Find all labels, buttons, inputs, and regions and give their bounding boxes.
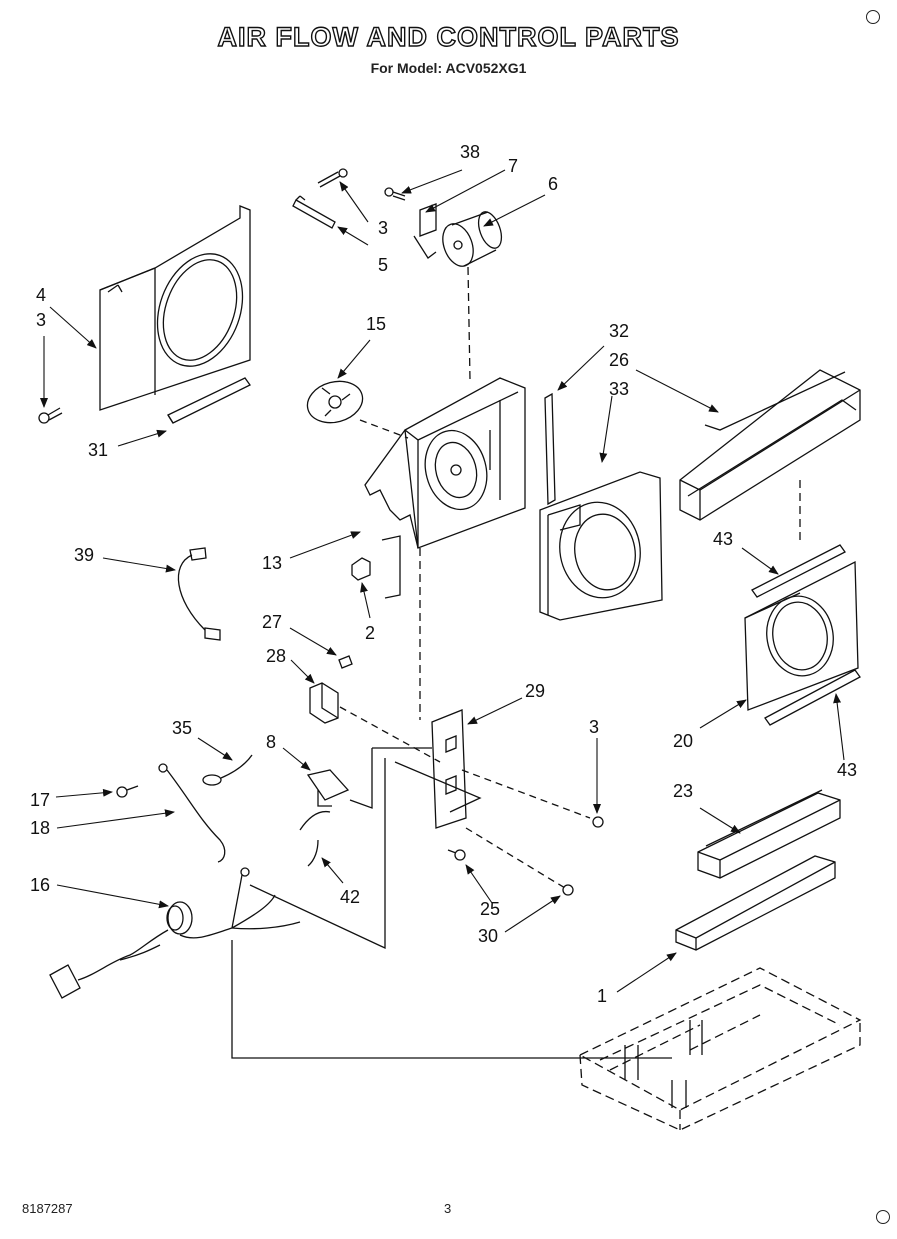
callout-28: 28	[266, 646, 286, 666]
air-duct-part-26	[679, 369, 861, 521]
thermostat-part-8	[306, 769, 350, 807]
callout-2: 2	[365, 623, 375, 643]
callout-32: 32	[609, 321, 629, 341]
callout-5: 5	[378, 255, 388, 275]
fan-blade-part-15	[306, 380, 364, 424]
bracket-part-5	[292, 195, 336, 229]
callout-43-bottom: 43	[837, 760, 857, 780]
screw-part-25	[447, 849, 466, 861]
screw-part-3-left	[38, 407, 63, 424]
foam-strip-part-43-top	[751, 544, 846, 598]
selector-switch-part-28	[309, 682, 339, 724]
callout-27: 27	[262, 612, 282, 632]
model-subtitle: For Model: ACV052XG1	[370, 60, 527, 76]
callout-26: 26	[609, 350, 629, 370]
callout-29: 29	[525, 681, 545, 701]
wire-harness-part-39	[177, 547, 221, 641]
base-pan-reference	[578, 967, 862, 1131]
callout-15: 15	[366, 314, 386, 334]
callout-38: 38	[460, 142, 480, 162]
callout-6: 6	[548, 174, 558, 194]
screw-part-38	[384, 187, 406, 201]
motor-bracket-part-7	[413, 203, 437, 259]
filter-frame-part-23	[697, 789, 841, 879]
corner-mark-top	[866, 10, 880, 24]
callout-23: 23	[673, 781, 693, 801]
document-number: 8187287	[22, 1201, 73, 1216]
callout-31: 31	[88, 440, 108, 460]
callout-33: 33	[609, 379, 629, 399]
callout-7: 7	[508, 156, 518, 176]
foam-strip-part-31	[167, 377, 251, 424]
corner-mark-bottom	[876, 1210, 890, 1224]
air-filter-part-1	[675, 855, 836, 951]
partition-panel-part-20	[744, 560, 859, 711]
motor-part-6	[442, 211, 503, 267]
callout-20: 20	[673, 731, 693, 751]
callout-39: 39	[74, 545, 94, 565]
callout-25: 25	[480, 899, 500, 919]
callout-4: 4	[36, 285, 46, 305]
sensor-part-35	[202, 754, 253, 786]
sensing-tube-part-42	[299, 810, 331, 867]
callout-35: 35	[172, 718, 192, 738]
clip-part-2	[351, 557, 371, 581]
screw-part-17	[116, 785, 139, 798]
callout-18: 18	[30, 818, 50, 838]
page-number: 3	[444, 1201, 452, 1216]
power-cord-part-16	[49, 867, 301, 999]
screw-part-3-top	[317, 168, 348, 188]
seal-strip-part-32	[544, 392, 556, 506]
ground-wire-part-18	[158, 763, 226, 863]
base-studs	[624, 1020, 703, 1108]
bulkhead-part-13	[364, 377, 526, 599]
callout-3-right: 3	[589, 717, 599, 737]
callout-43-top: 43	[713, 529, 733, 549]
switch-cap-part-27	[338, 655, 353, 669]
control-bracket-part-29	[431, 709, 467, 829]
page-title: AIR FLOW AND CONTROL PARTS	[217, 21, 680, 52]
callout-16: 16	[30, 875, 50, 895]
screw-part-3-right	[592, 816, 604, 828]
front-shroud-part-4	[99, 205, 251, 411]
callout-30: 30	[478, 926, 498, 946]
callout-1: 1	[597, 986, 607, 1006]
callout-3-top: 3	[378, 218, 388, 238]
leader-lines	[40, 169, 845, 993]
scroll-part-33	[539, 471, 663, 621]
screw-part-30	[562, 884, 574, 896]
callout-42: 42	[340, 887, 360, 907]
callout-8: 8	[266, 732, 276, 752]
callout-numbers: 38 7 6 3 5 4 3 31 15 32 26 33 39 13 2 27…	[30, 142, 857, 1006]
foam-strip-part-43-bottom	[764, 669, 861, 726]
callout-13: 13	[262, 553, 282, 573]
callout-17: 17	[30, 790, 50, 810]
callout-3-left: 3	[36, 310, 46, 330]
